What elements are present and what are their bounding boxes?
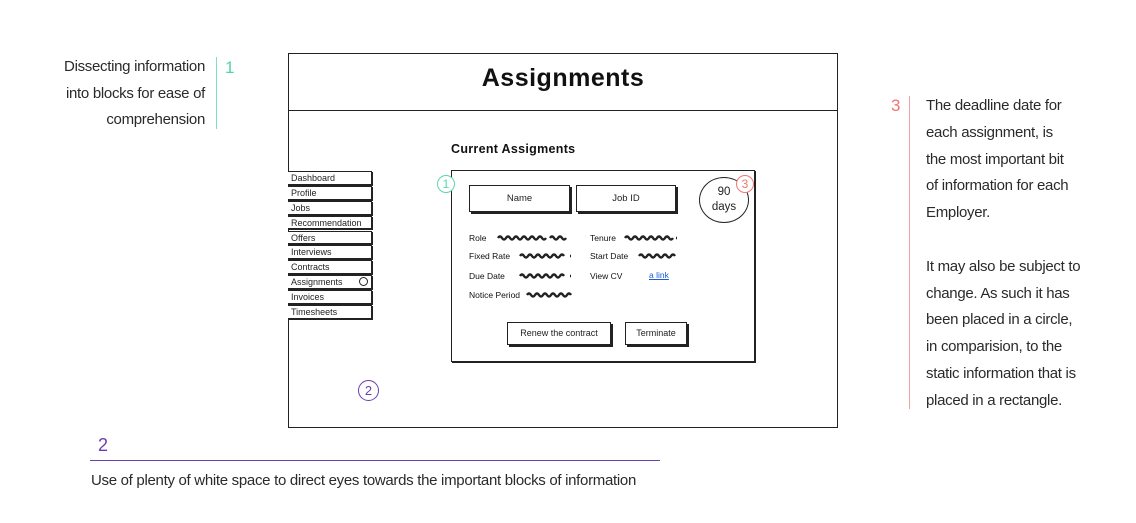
annotation-one-line-1: Dissecting information <box>64 58 205 75</box>
annotation-three-p1-line: The deadline date for <box>926 97 1062 114</box>
due-date-label: Due Date <box>469 271 505 281</box>
sidebar-item-label: Offers <box>291 232 316 243</box>
sidebar-item-assignments[interactable]: Assignments <box>288 275 372 290</box>
sidebar: Dashboard Profile Jobs Recommendation Of… <box>288 171 372 320</box>
notice-period-value-scribble <box>526 292 572 298</box>
annotation-two-number: 2 <box>98 435 109 455</box>
start-date-value-scribble <box>638 253 676 259</box>
section-title: Current Assigments <box>451 142 576 156</box>
sidebar-item-jobs[interactable]: Jobs <box>288 200 372 215</box>
sidebar-item-dashboard[interactable]: Dashboard <box>288 171 372 185</box>
deadline-value: 90 <box>717 186 731 198</box>
annotation-three-p2-line: static information that is <box>926 364 1076 382</box>
deadline-unit: days <box>711 201 737 213</box>
role-value-scribble <box>497 235 567 241</box>
assignment-card <box>451 170 755 362</box>
sidebar-item-contracts[interactable]: Contracts <box>288 260 372 275</box>
sidebar-item-label: Interviews <box>291 247 332 258</box>
marker-two: 2 <box>358 380 379 401</box>
start-date-label: Start Date <box>590 251 629 261</box>
tenure-label: Tenure <box>590 233 616 243</box>
annotation-two-divider <box>90 460 660 461</box>
annotation-three-paragraph-2: It may also be subject to change. As suc… <box>926 254 1126 415</box>
due-date-value-scribble <box>519 273 571 279</box>
name-box: Name <box>469 185 570 212</box>
annotation-one-line-2: into blocks for ease of <box>65 84 205 102</box>
annotation-three-p2-line: change. As such it has <box>926 284 1070 302</box>
annotation-three-p2-line: placed in a rectangle. <box>926 391 1062 409</box>
sidebar-item-profile[interactable]: Profile <box>288 185 372 200</box>
annotation-three-p2-line: It may also be subject to <box>926 257 1081 275</box>
sidebar-item-label: Dashboard <box>291 173 336 183</box>
annotation-three-text: The deadline date for each assignment, i… <box>926 93 1126 415</box>
annotation-three-divider <box>909 96 910 409</box>
fixed-rate-value-scribble <box>519 253 571 259</box>
annotation-one-number: 1 <box>225 58 235 77</box>
renew-contract-button[interactable]: Renew the contract <box>507 322 611 345</box>
sidebar-item-label: Profile <box>291 187 317 198</box>
sidebar-item-label: Recommendation <box>291 217 362 228</box>
annotation-three-p1-line: each assignment, is <box>926 123 1053 141</box>
role-label: Role <box>469 233 487 243</box>
view-cv-label: View CV <box>590 271 623 281</box>
sidebar-item-timesheets[interactable]: Timesheets <box>288 305 372 319</box>
annotation-three-p2-line: been placed in a circle, <box>926 311 1073 329</box>
annotation-three-p1-line: of information for each <box>926 177 1069 195</box>
tenure-value-scribble <box>624 235 677 241</box>
deadline-circle: 90 days <box>699 177 749 223</box>
annotation-one-text: Dissecting information into blocks for e… <box>30 54 205 134</box>
annotation-three-p1-line: Employer. <box>926 204 990 222</box>
cv-link[interactable]: a link <box>649 270 669 280</box>
annotation-two-text: Use of plenty of white space to direct e… <box>91 472 637 489</box>
annotation-three-number: 3 <box>891 96 901 115</box>
sidebar-item-recommendation[interactable]: Recommendation <box>288 215 372 230</box>
annotation-three-p2-line: in comparision, to the <box>926 338 1062 356</box>
annotation-one-divider <box>216 57 217 129</box>
marker-three: 3 <box>736 175 754 193</box>
marker-one: 1 <box>437 175 455 193</box>
sidebar-item-label: Contracts <box>291 262 330 273</box>
wireframe-header <box>288 53 838 111</box>
annotation-three-paragraph-1: The deadline date for each assignment, i… <box>926 93 1126 227</box>
sidebar-item-offers[interactable]: Offers <box>288 230 372 245</box>
sidebar-item-label: Assignments <box>291 277 343 288</box>
annotation-one-line-3: comprehension <box>106 111 205 128</box>
sidebar-item-label: Timesheets <box>291 307 338 318</box>
sidebar-item-invoices[interactable]: Invoices <box>288 290 372 304</box>
sidebar-item-interviews[interactable]: Interviews <box>288 245 372 260</box>
fixed-rate-label: Fixed Rate <box>469 251 511 261</box>
terminate-button[interactable]: Terminate <box>625 322 687 345</box>
notice-period-label: Notice Period <box>469 290 521 300</box>
job-id-box: Job ID <box>576 185 676 212</box>
annotation-three-p1-line: the most important bit <box>926 150 1064 168</box>
sidebar-item-label: Jobs <box>291 202 311 213</box>
selected-indicator-icon <box>359 277 368 287</box>
sidebar-item-label: Invoices <box>291 292 325 303</box>
page-title: Assignments <box>481 64 645 92</box>
